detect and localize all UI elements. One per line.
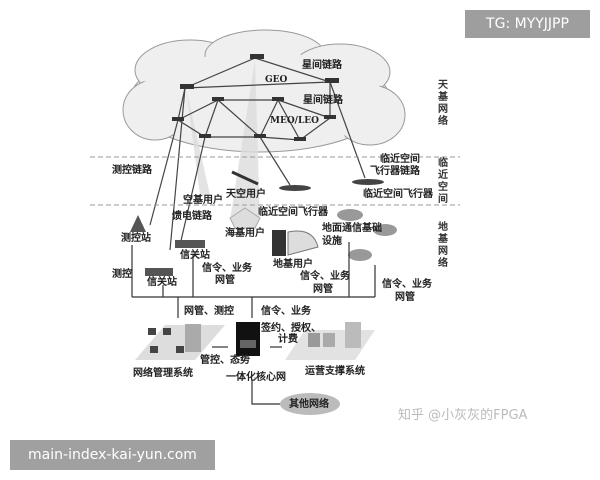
aircraft-icons: [231, 170, 384, 215]
air-user-label: 空基用户: [183, 195, 223, 206]
oss-platform: [285, 322, 375, 360]
layer-label-near-space: 临近空间: [438, 158, 448, 205]
gateway-label-1: 信关站: [180, 250, 210, 261]
contract-label-2: 计费: [278, 334, 298, 345]
nms-label: 网络管理系统: [133, 368, 193, 379]
feeder-link-label: 馈电链路: [172, 211, 212, 222]
zhihu-watermark: 知乎 @小灰灰的FPGA: [398, 408, 528, 423]
near-aircraft-right-label: 临近空间飞行器: [363, 189, 433, 200]
site-watermark: main-index-kai-yun.com: [10, 440, 215, 470]
isl-top-label: 星间链路: [302, 60, 342, 71]
sig-label-1a: 信令、业务: [202, 263, 252, 274]
sig-label-3b: 网管: [395, 292, 415, 303]
near-aircraft-mid-label: 临近空间飞行器: [258, 207, 328, 218]
core-server: [236, 322, 260, 356]
ground-user-label: 地基用户: [273, 259, 313, 270]
oss-label: 运营支撑系统: [305, 366, 365, 377]
layer-label-ground: 地基网络: [438, 222, 448, 269]
meo-leo-label: MEO/LEO: [270, 116, 319, 126]
nms-platform: [135, 324, 225, 360]
control-label: 管控、态势: [200, 355, 250, 366]
ground-infra-label-1: 地面通信基础: [322, 223, 382, 234]
layer-label-space: 天基网络: [438, 80, 448, 127]
near-space-link-label-1: 临近空间: [380, 154, 420, 165]
space-cloud: [122, 29, 406, 153]
core-label: 一体化核心网: [226, 372, 286, 383]
gateway-label-2: 信关站: [147, 277, 177, 288]
sig-label-2a: 信令、业务: [300, 271, 350, 282]
sig-label-1b: 网管: [215, 275, 235, 286]
contract-label-1: 签约、授权、: [261, 323, 321, 334]
ground-bus: [131, 242, 376, 405]
tt-label: 测控: [112, 269, 132, 280]
nm-tt-label: 网管、测控: [184, 306, 234, 317]
near-space-link-label-2: 飞行器链路: [370, 166, 420, 177]
sig-label-3a: 信令、业务: [382, 279, 432, 290]
satellite-links: [149, 57, 366, 251]
other-network-cloud: [280, 393, 340, 415]
ground-icons: [130, 207, 397, 276]
isl-mid-label: 星间链路: [303, 95, 343, 106]
sig-label-2b: 网管: [313, 284, 333, 295]
tg-watermark: TG: MYYJJPP: [465, 10, 590, 38]
geo-label: GEO: [265, 75, 288, 85]
sea-user-label: 海基用户: [225, 228, 265, 239]
ground-infra-label-2: 设施: [322, 236, 342, 247]
sig-service-label: 信令、业务: [261, 306, 311, 317]
other-network-label: 其他网络: [289, 399, 329, 410]
tt-link-label: 测控链路: [112, 165, 152, 176]
sky-user-label: 天空用户: [226, 189, 266, 200]
satellite-icons: [172, 54, 339, 141]
layer-dividers: [90, 156, 460, 206]
tt-station-label: 测控站: [121, 233, 151, 244]
